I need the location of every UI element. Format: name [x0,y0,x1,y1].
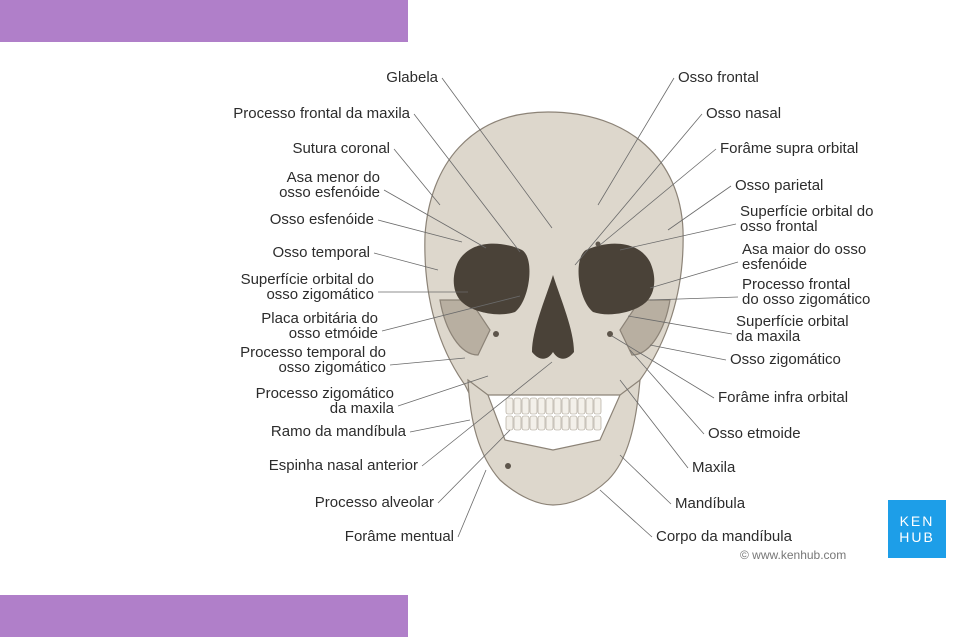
lower-tooth [522,416,529,430]
lower-tooth [578,416,585,430]
upper-tooth [578,398,585,414]
label-espinha-nasal: Espinha nasal anterior [269,457,418,474]
label-osso-temporal: Osso temporal [272,244,370,261]
label-osso-parietal: Osso parietal [735,177,823,194]
label-corpo-mandibula: Corpo da mandíbula [656,528,793,545]
lower-tooth [570,416,577,430]
upper-tooth [554,398,561,414]
leader-mandibula [620,455,671,504]
label-osso-frontal: Osso frontal [678,69,759,86]
label-osso-nasal: Osso nasal [706,105,781,122]
left-orbit [454,244,530,315]
leader-sutura-coronal [394,149,440,205]
kenhub-logo: KEN HUB [888,500,946,558]
logo-line-1: KEN [900,513,935,529]
upper-tooth [546,398,553,414]
copyright-text: © www.kenhub.com [740,548,846,562]
upper-tooth [570,398,577,414]
upper-tooth [522,398,529,414]
upper-tooth [562,398,569,414]
lower-tooth [554,416,561,430]
infraorbital-foramen-left [493,331,499,337]
upper-tooth [530,398,537,414]
label-maxila: Maxila [692,459,736,476]
leader-corpo-mandibula [600,490,652,537]
leader-osso-etmoide [630,350,704,434]
upper-tooth [594,398,601,414]
label-forame-mentual: Forâme mentual [345,528,454,545]
lower-tooth [506,416,513,430]
lower-tooth [562,416,569,430]
label-osso-zigomatico: Osso zigomático [730,351,841,368]
lower-tooth [514,416,521,430]
label-forame-infra: Forâme infra orbital [718,389,848,406]
label-sutura-coronal: Sutura coronal [292,140,390,157]
upper-tooth [586,398,593,414]
upper-tooth [538,398,545,414]
leader-forame-mentual [458,470,486,537]
lower-tooth [538,416,545,430]
label-forame-supra: Forâme supra orbital [720,140,858,157]
label-mandibula: Mandíbula [675,495,746,512]
upper-tooth [514,398,521,414]
teeth-row [506,398,601,430]
label-osso-etmoide: Osso etmoide [708,425,801,442]
label-osso-esfenoide: Osso esfenóide [270,211,374,228]
supraorbital-foramen [596,242,601,247]
mental-foramen [505,463,511,469]
skull-illustration [425,112,683,505]
leader-ramo-mandibula [410,420,470,432]
lower-tooth [586,416,593,430]
logo-line-2: HUB [899,529,935,545]
label-glabela: Glabela [386,69,438,86]
lower-tooth [530,416,537,430]
leader-osso-zigomatico [650,345,726,360]
label-processo-alveolar: Processo alveolar [315,494,434,511]
right-orbit [579,244,655,315]
lower-tooth [546,416,553,430]
lower-tooth [594,416,601,430]
label-processo-frontal-maxila: Processo frontal da maxila [233,105,410,122]
label-ramo-mandibula: Ramo da mandíbula [271,423,407,440]
upper-tooth [506,398,513,414]
